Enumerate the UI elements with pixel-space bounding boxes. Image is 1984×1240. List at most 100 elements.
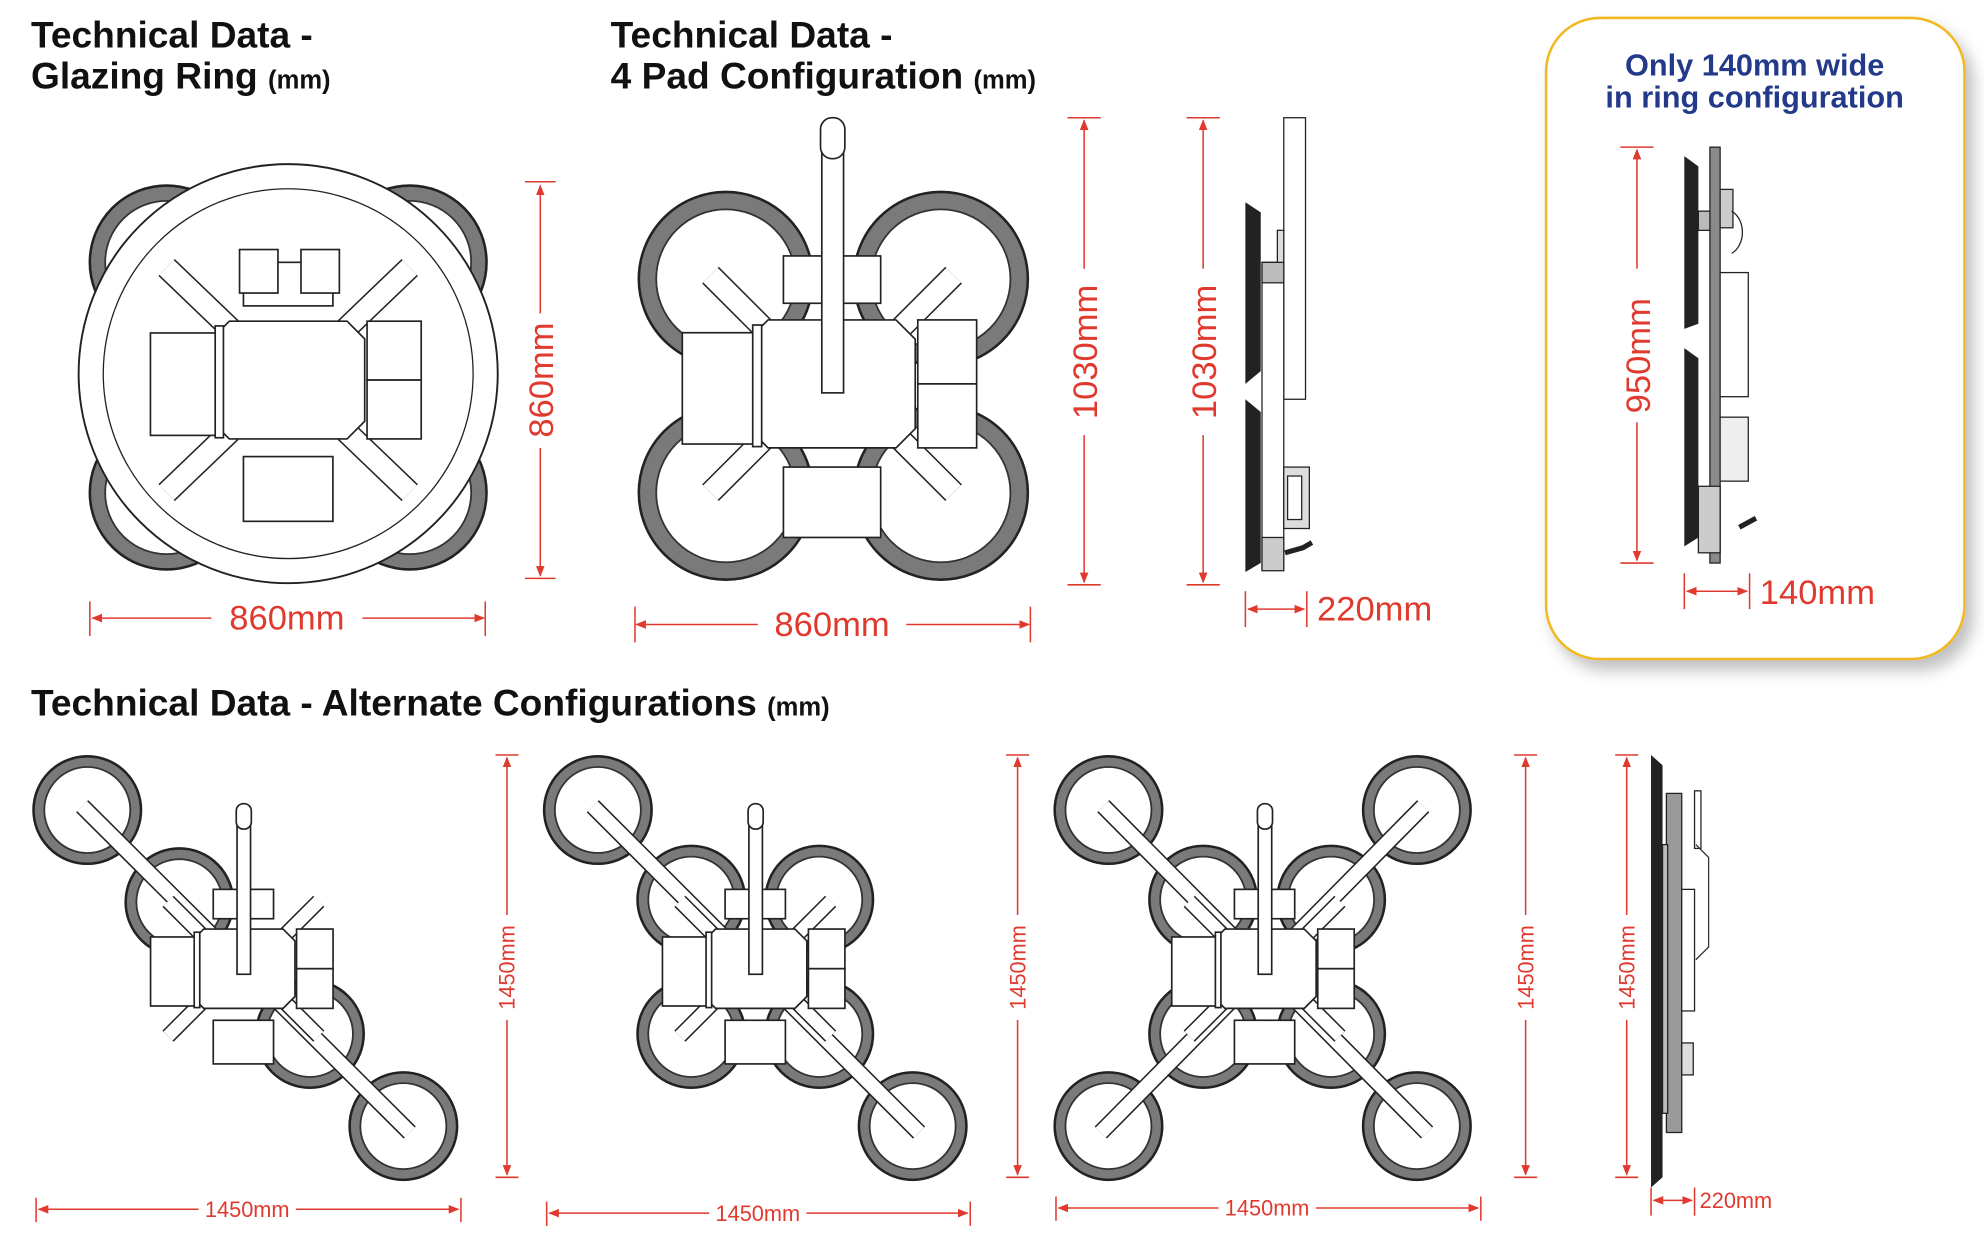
pad-profile-lower [1245, 399, 1261, 573]
arm [790, 896, 836, 942]
lifting-bar [236, 825, 252, 976]
base-block [1697, 485, 1721, 554]
control-box-upper [1316, 928, 1356, 970]
alt-side-view [1651, 755, 1710, 1188]
reservoir-box [782, 466, 882, 539]
alt-config-2-drawing [542, 755, 968, 1182]
battery-box [1170, 936, 1218, 1007]
arm [703, 267, 776, 340]
four-pad-title-line2: 4 Pad Configuration (mm) [611, 54, 1036, 96]
alt-config-1-dims: 1450mm 1450mm [35, 754, 520, 1223]
frame-profile [1261, 261, 1285, 571]
bracket [1697, 210, 1711, 231]
four-pad-width-label: 860mm [774, 606, 889, 644]
lifting-eye [235, 802, 253, 830]
dim-gap [1620, 268, 1654, 423]
four-pad-side-view [1245, 117, 1314, 573]
arm [675, 896, 721, 942]
lifting-eye [819, 116, 846, 160]
callout-height-label: 950mm [1620, 298, 1658, 413]
battery-profile [1719, 271, 1749, 398]
glazing-ring-title: Glazing Ring [31, 54, 258, 96]
handle-profile [1695, 844, 1710, 961]
control-profile [1719, 416, 1749, 482]
ring-height-label: 860mm [523, 322, 561, 437]
arm [888, 427, 961, 500]
battery-box [149, 332, 219, 437]
pump-box-right [300, 248, 341, 294]
lifting-bar [748, 825, 764, 976]
reservoir-box [212, 1019, 275, 1065]
reservoir-box [242, 455, 334, 523]
control-box-lower [1316, 967, 1356, 1010]
battery-box [149, 936, 197, 1007]
unit-label: (mm) [268, 66, 331, 94]
arm [790, 995, 836, 1041]
pump-profile [1719, 188, 1734, 229]
alt2-width-label: 1450mm [716, 1201, 801, 1226]
beam-profile [1665, 792, 1683, 1134]
dim-gap [709, 1200, 807, 1226]
alt-side-height-label: 1450mm [1614, 925, 1639, 1010]
alt-side-depth-label: 220mm [1700, 1188, 1773, 1213]
glazing-ring-title-line1: Technical Data - [31, 13, 313, 55]
lever-handle [1284, 540, 1314, 556]
pad-profile-lower [1684, 348, 1699, 547]
pump-box-left [238, 248, 279, 294]
unit-label: (mm) [767, 693, 830, 721]
alt-config-2-dims: 1450mm 1450mm [545, 754, 1031, 1226]
battery-profile [1681, 888, 1696, 1012]
alt-config-3-dims: 1450mm 1450mm [1055, 754, 1539, 1221]
reservoir-box [1233, 1019, 1296, 1065]
arm [338, 260, 417, 337]
arm [278, 995, 324, 1041]
callout-line2: in ring configuration [1605, 79, 1903, 114]
battery-plate [193, 931, 201, 1009]
battery-plate [705, 931, 713, 1009]
lifting-eye [747, 802, 765, 830]
control-box-lower [916, 383, 978, 449]
ring-callout-card [1544, 16, 1966, 661]
pad-profile-upper [1245, 202, 1261, 384]
cap-profile [1731, 210, 1744, 254]
control-box-lower [295, 967, 334, 1010]
dim-gap [1004, 914, 1031, 1020]
ring-width-label: 860mm [229, 600, 344, 638]
dim-gap [1613, 914, 1640, 1020]
alt2-height-label: 1450mm [1005, 925, 1030, 1010]
unit-label: (mm) [974, 66, 1037, 94]
alternate-title: Technical Data - Alternate Configuration… [31, 681, 830, 723]
alternate-title-text: Technical Data - Alternate Configuration… [31, 681, 757, 723]
arm [1299, 995, 1345, 1041]
base-block [1261, 536, 1285, 572]
alt-config-3-drawing [1053, 755, 1472, 1182]
dimensions: 860mm 860mm 1030mm 860mm 1030mm 220mm 95… [35, 116, 1875, 1226]
alt1-width-label: 1450mm [205, 1197, 290, 1222]
control-box-lower [807, 967, 846, 1010]
alt3-height-label: 1450mm [1513, 925, 1538, 1010]
dim-gap [494, 914, 520, 1020]
lifting-eye [1256, 802, 1274, 830]
arm [159, 423, 238, 501]
frame-body [210, 320, 366, 440]
battery-box [661, 936, 709, 1007]
alt3-width-label: 1450mm [1225, 1196, 1310, 1221]
alt1-height-label: 1450mm [495, 925, 520, 1010]
control-inner [1286, 475, 1303, 521]
bracket-tab [1276, 229, 1285, 263]
control-box-upper [366, 320, 423, 381]
callout-depth-label: 140mm [1760, 574, 1875, 612]
alt-config-1-drawing [32, 755, 459, 1182]
lifting-bar [820, 152, 845, 394]
reservoir-box [724, 1019, 787, 1065]
four-pad-title-line1: Technical Data - [611, 13, 893, 55]
dim-gap [1067, 268, 1101, 436]
arm [159, 260, 238, 337]
dim-gap [1218, 1195, 1316, 1221]
drawings-layer [32, 116, 1758, 1188]
arm [163, 896, 209, 942]
glazing-ring [79, 165, 497, 583]
pad-profile-upper [1684, 156, 1699, 329]
control-box-upper [807, 928, 846, 970]
